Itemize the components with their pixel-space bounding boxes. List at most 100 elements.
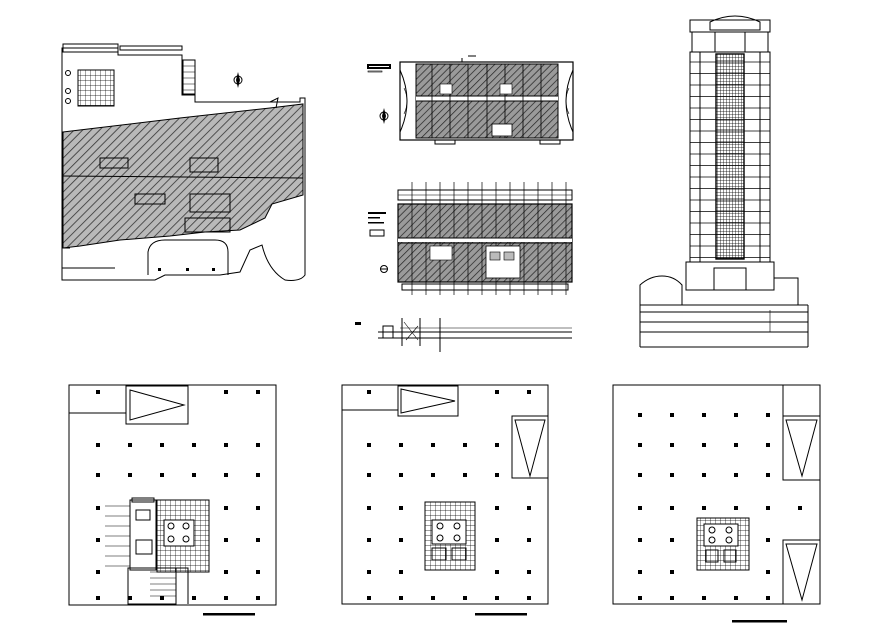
structural-column — [367, 570, 371, 574]
structural-column — [256, 538, 260, 542]
structural-column — [670, 413, 674, 417]
structural-column — [192, 443, 196, 447]
basement-1-columns — [96, 390, 260, 600]
structural-column — [670, 596, 674, 600]
structural-column — [192, 473, 196, 477]
structural-column — [638, 473, 642, 477]
tower-elevation — [639, 15, 809, 348]
structural-column — [192, 596, 196, 600]
structural-column — [527, 506, 531, 510]
structural-column — [399, 570, 403, 574]
structural-column — [367, 506, 371, 510]
structural-column — [399, 538, 403, 542]
structural-column — [766, 538, 770, 542]
structural-column — [96, 596, 100, 600]
structural-column — [367, 390, 371, 394]
structural-column — [463, 596, 467, 600]
structural-column — [96, 390, 100, 394]
ground-plan-legend — [368, 212, 388, 273]
structural-column — [527, 390, 531, 394]
structural-column — [463, 443, 467, 447]
scale-bar-1 — [203, 613, 255, 616]
structural-column — [638, 413, 642, 417]
structural-column — [128, 596, 132, 600]
structural-column — [399, 443, 403, 447]
structural-column — [702, 596, 706, 600]
basement-1-core — [105, 497, 210, 605]
structural-column — [638, 506, 642, 510]
basement-2-columns — [367, 390, 531, 600]
structural-column — [734, 413, 738, 417]
structural-column — [256, 570, 260, 574]
site-stair — [182, 59, 196, 95]
structural-column — [766, 413, 770, 417]
structural-column — [224, 443, 228, 447]
tower-facade-grid — [715, 53, 745, 260]
structural-column — [224, 506, 228, 510]
typical-floor-plan — [367, 55, 574, 145]
scale-bar-2 — [475, 613, 527, 616]
structural-column — [734, 596, 738, 600]
structural-column — [495, 473, 499, 477]
compass-icon — [379, 108, 389, 124]
basement-plan-2 — [341, 384, 549, 605]
structural-column — [638, 538, 642, 542]
structural-column — [367, 443, 371, 447]
structural-column — [702, 413, 706, 417]
structural-column — [670, 473, 674, 477]
structural-column — [702, 473, 706, 477]
structural-column — [638, 443, 642, 447]
structural-column — [160, 473, 164, 477]
basement-plan-3 — [612, 384, 821, 605]
structural-column — [160, 443, 164, 447]
structural-column — [96, 443, 100, 447]
site-grid-block — [77, 69, 115, 107]
structural-column — [766, 443, 770, 447]
structural-column — [431, 596, 435, 600]
structural-column — [256, 443, 260, 447]
structural-column — [495, 390, 499, 394]
structural-column — [96, 538, 100, 542]
structural-column — [160, 596, 164, 600]
structural-column — [495, 506, 499, 510]
structural-column — [96, 473, 100, 477]
structural-column — [527, 596, 531, 600]
structural-column — [96, 506, 100, 510]
structural-column — [766, 473, 770, 477]
structural-column — [128, 473, 132, 477]
basement-3-core — [696, 517, 750, 571]
structural-column — [527, 570, 531, 574]
structural-column — [670, 538, 674, 542]
structural-column — [766, 506, 770, 510]
structural-column — [256, 390, 260, 394]
basement-plan-1 — [68, 384, 277, 606]
structural-column — [224, 473, 228, 477]
structural-column — [224, 596, 228, 600]
north-arrow-icon — [233, 72, 243, 88]
longitudinal-section — [355, 318, 572, 352]
structural-column — [367, 538, 371, 542]
structural-column — [734, 506, 738, 510]
structural-column — [399, 473, 403, 477]
structural-column — [766, 570, 770, 574]
structural-column — [638, 596, 642, 600]
scale-bar-3 — [732, 620, 787, 623]
structural-column — [670, 570, 674, 574]
structural-column — [431, 473, 435, 477]
structural-column — [256, 473, 260, 477]
structural-column — [256, 596, 260, 600]
structural-column — [495, 596, 499, 600]
structural-column — [96, 570, 100, 574]
structural-column — [256, 506, 260, 510]
structural-column — [670, 443, 674, 447]
structural-column — [399, 596, 403, 600]
structural-column — [224, 538, 228, 542]
structural-column — [670, 506, 674, 510]
structural-column — [495, 538, 499, 542]
structural-column — [367, 473, 371, 477]
structural-column — [495, 570, 499, 574]
structural-column — [638, 570, 642, 574]
site-hatched-footprint — [62, 103, 304, 249]
structural-column — [702, 506, 706, 510]
